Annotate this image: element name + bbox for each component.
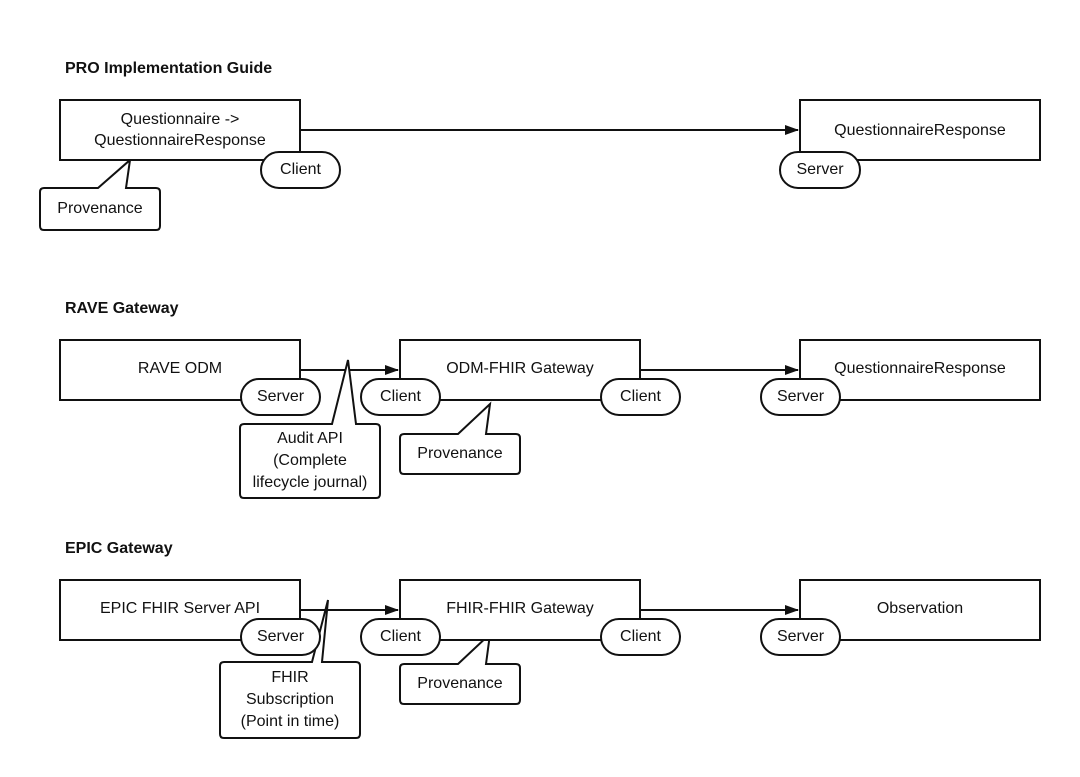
epic-section-title: EPIC Gateway	[65, 540, 173, 557]
epic-subscription-callout-shape	[219, 599, 361, 739]
rave-provenance-label: Provenance	[417, 445, 503, 462]
rave-target-server-badge: Server	[760, 378, 841, 416]
pro-section-title: PRO Implementation Guide	[65, 60, 273, 77]
rave-target-label: QuestionnaireResponse	[834, 359, 1006, 377]
rave-audit-line1: Audit API	[277, 430, 343, 447]
pro-source-line1: Questionnaire ->	[120, 111, 240, 128]
epic-source-label: EPIC FHIR Server API	[99, 599, 261, 617]
epic-subscription-line3: (Point in time)	[240, 713, 340, 730]
pro-client-label: Client	[280, 161, 321, 178]
epic-gateway-client-out-badge: Client	[600, 618, 681, 656]
epic-source-server-label: Server	[256, 628, 305, 645]
epic-subscription-line1: FHIR	[271, 669, 309, 686]
rave-target-box: QuestionnaireResponse	[799, 339, 1041, 401]
epic-target-server-label: Server	[776, 628, 825, 645]
pro-provenance-callout-shape	[39, 157, 161, 231]
rave-target-server-label: Server	[776, 388, 825, 405]
rave-gateway-client-in-label: Client	[380, 388, 421, 405]
epic-gateway-label: FHIR-FHIR Gateway	[446, 599, 594, 617]
rave-section-title: RAVE Gateway	[65, 300, 179, 317]
pro-target-label: QuestionnaireResponse	[834, 121, 1006, 139]
rave-audit-line3: lifecycle journal)	[252, 474, 368, 491]
epic-gateway-client-in-badge: Client	[360, 618, 441, 656]
epic-provenance-callout: Provenance	[400, 664, 520, 704]
rave-audit-callout: Audit API (Complete lifecycle journal)	[240, 424, 380, 498]
epic-target-label: Observation	[876, 599, 964, 617]
pro-provenance-callout: Provenance	[40, 188, 160, 230]
pro-target-box: QuestionnaireResponse	[799, 99, 1041, 161]
rave-audit-callout-shape	[239, 359, 381, 499]
rave-gateway-label: ODM-FHIR Gateway	[446, 359, 594, 377]
pro-provenance-label: Provenance	[57, 200, 143, 217]
rave-source-label: RAVE ODM	[137, 359, 223, 377]
epic-gateway-client-in-label: Client	[380, 628, 421, 645]
rave-provenance-callout-shape	[399, 401, 521, 475]
rave-source-server-badge: Server	[240, 378, 321, 416]
epic-target-server-badge: Server	[760, 618, 841, 656]
pro-source-box: Questionnaire -> QuestionnaireResponse	[59, 99, 301, 161]
pro-client-badge: Client	[260, 151, 341, 189]
rave-gateway-client-out-badge: Client	[600, 378, 681, 416]
rave-source-server-label: Server	[256, 388, 305, 405]
epic-provenance-label: Provenance	[417, 675, 503, 692]
epic-gateway-client-out-label: Client	[620, 628, 661, 645]
epic-subscription-callout: FHIR Subscription (Point in time)	[220, 662, 360, 738]
rave-gateway-client-in-badge: Client	[360, 378, 441, 416]
pro-server-label: Server	[796, 161, 844, 178]
epic-provenance-callout-shape	[399, 631, 521, 705]
rave-provenance-callout: Provenance	[400, 434, 520, 474]
pro-source-line2: QuestionnaireResponse	[94, 132, 266, 149]
epic-subscription-line2: Subscription	[245, 691, 335, 708]
epic-source-server-badge: Server	[240, 618, 321, 656]
pro-server-badge: Server	[779, 151, 861, 189]
rave-audit-line2: (Complete	[273, 452, 347, 469]
rave-gateway-client-out-label: Client	[620, 388, 661, 405]
